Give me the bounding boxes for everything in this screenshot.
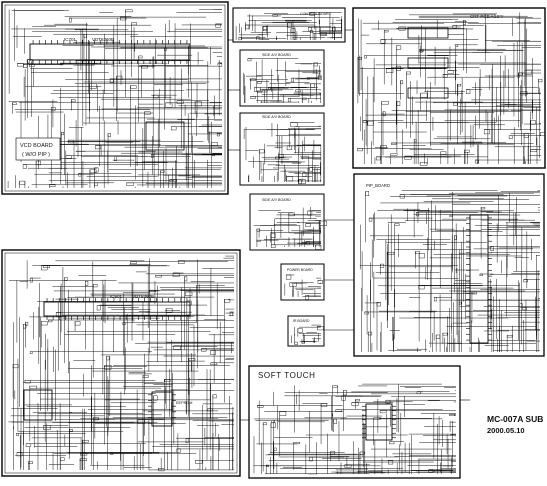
soft-touch-panel: SOFT TOUCH	[248, 365, 461, 479]
crt-ic-3	[407, 87, 449, 99]
side-av-1-panel: SIDE A/V BOARD	[239, 49, 325, 107]
pip-main-ic	[469, 214, 489, 344]
date-title: 2000.05.10	[487, 426, 525, 435]
vcd-label-box	[15, 137, 61, 161]
eeprom-ic-label: EEPROM	[176, 401, 192, 405]
ir-board-panel: IR BOARD	[287, 315, 325, 347]
vcd-ic-part: VDT6360B	[92, 37, 114, 42]
crt-ic-1	[407, 27, 449, 39]
side-av-1-label: SIDE A/V BOARD	[262, 53, 291, 57]
vcd-sub-ic	[145, 121, 185, 151]
power-board-label: POWER BOARD	[287, 268, 313, 272]
vcd-main-ic	[29, 43, 191, 61]
vcd-board-panel: VCD BOARD ( W/O PIP ) IC701 VDT6360B	[1, 1, 229, 195]
ir-board-label: IR BOARD	[293, 319, 310, 323]
main-ic-label: IC501	[110, 294, 123, 299]
dsp-ic	[23, 389, 53, 421]
vcd-board-sublabel: ( W/O PIP )	[22, 152, 50, 158]
soft-touch-label: SOFT TOUCH	[258, 371, 316, 380]
main-board-panel: IC501 VDT6360B EEPROM	[1, 249, 241, 477]
eeprom-ic	[151, 391, 173, 427]
control-board-panel: CONTROL BOARD	[232, 7, 346, 43]
control-board-label: CONTROL BOARD	[300, 12, 332, 16]
pip-board-label: PIP_BOARD	[366, 183, 390, 188]
pip-board-panel: PIP_BOARD	[353, 173, 545, 357]
side-av-2-panel: SIDE A/V BOARD	[239, 112, 325, 186]
side-av-3-label: SIDE A/V BOARD	[262, 198, 291, 202]
side-av-3-panel: SIDE A/V BOARD	[249, 193, 328, 251]
vcd-ic-label: IC701	[64, 37, 77, 42]
crt-pcb-panel: CRT PCB ASS'Y	[352, 7, 546, 169]
crt-pcb-label: CRT PCB ASS'Y	[470, 14, 503, 19]
vcd-board-label: VCD BOARD	[20, 143, 53, 149]
main-ic	[43, 301, 191, 317]
power-board-panel: POWER BOARD	[280, 263, 325, 301]
side-av-2-label: SIDE A/V BOARD	[262, 115, 291, 119]
main-ic-part: VDT6360B	[132, 294, 154, 299]
soft-touch-ic	[365, 403, 393, 441]
crt-ic-2	[407, 57, 449, 69]
model-title: MC-007A SUB	[487, 414, 543, 424]
